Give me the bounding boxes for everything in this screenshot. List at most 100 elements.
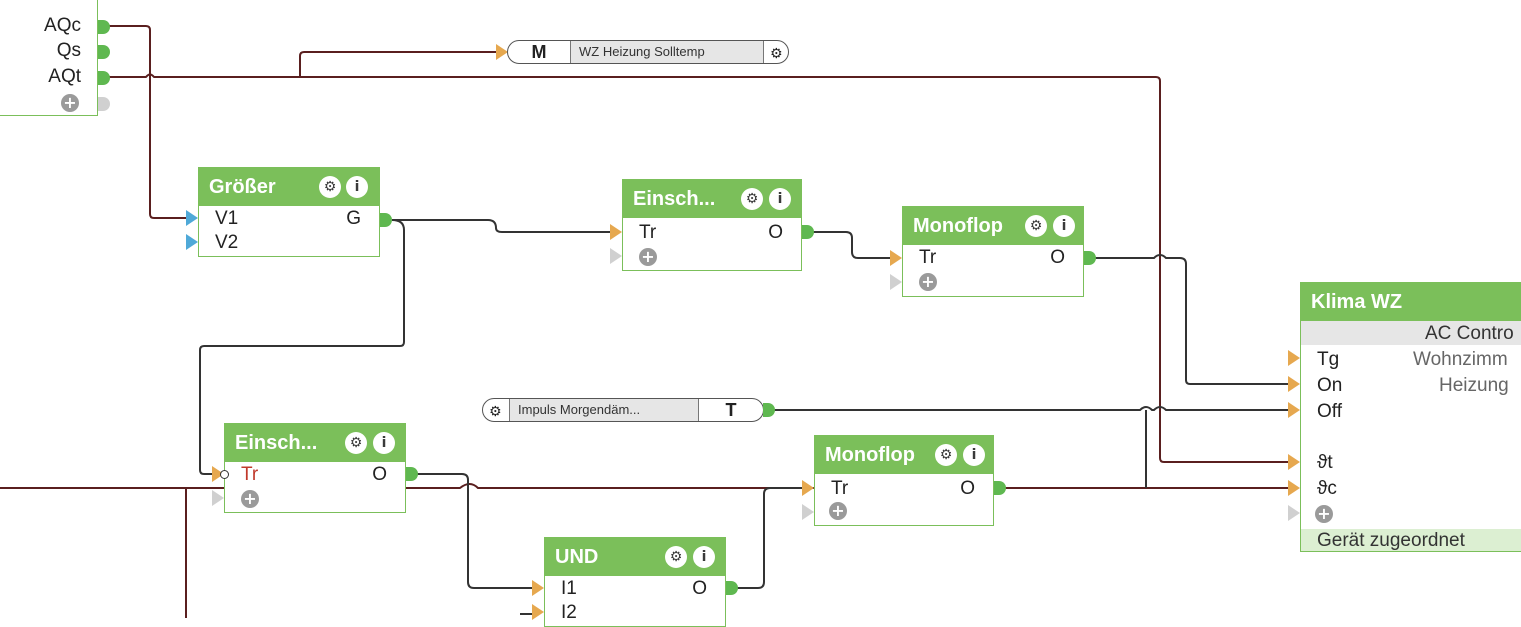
output-port-add[interactable] [98,97,110,111]
input-port-tr[interactable] [890,250,902,266]
output-label-aqt: AQt [48,66,81,87]
input-port-i2[interactable] [532,604,544,620]
type-row [1301,321,1521,345]
block-type-label: AC Contro [1425,323,1514,344]
status-row [1301,529,1521,551]
plus-icon[interactable]: + [639,248,657,266]
output-label-o: O [1050,247,1065,268]
input-port-add[interactable] [610,248,622,264]
info-icon[interactable]: i [346,176,368,198]
tag-label: WZ Heizung Solltemp [570,41,764,63]
info-icon[interactable]: i [963,444,985,466]
input-label-theta-t: ϑt [1317,452,1333,473]
block-groesser[interactable]: Größer ⚙ i V1 V2 G [198,167,380,257]
block-einsch-bottom[interactable]: Einsch... ⚙ i Tr O + [224,423,406,513]
output-port-o[interactable] [406,467,418,481]
input-port-theta-t[interactable] [1288,454,1300,470]
input-label-theta-c: ϑc [1317,478,1337,499]
gear-icon[interactable]: ⚙ [319,176,341,198]
gear-icon[interactable]: ⚙ [1025,215,1047,237]
input-port-theta-c[interactable] [1288,480,1300,496]
output-label-o: O [372,464,387,485]
info-icon[interactable]: i [769,188,791,210]
wire-einsch2-to-und [416,473,532,589]
output-port-o[interactable] [994,481,1006,495]
input-label-v2: V2 [215,232,239,253]
tag-label: Impuls Morgendäm... [509,399,699,421]
input-label-on: On [1317,375,1343,396]
output-label-o: O [768,222,783,243]
output-port-tag-t[interactable] [763,403,775,417]
input-port-add[interactable] [1288,505,1300,521]
wire-aqc-to-v1 [108,25,188,219]
block-title: Einsch... [623,180,801,218]
input-port-v2[interactable] [186,234,198,250]
plus-icon[interactable]: + [919,273,937,291]
output-label-o: O [692,578,707,599]
output-port-g[interactable] [380,213,392,227]
output-port-o[interactable] [726,581,738,595]
input-port-i1[interactable] [532,580,544,596]
block-monoflop-bottom[interactable]: Monoflop ⚙ i Tr O + [814,435,994,526]
output-port-aqt[interactable] [98,71,110,85]
tag-letter-m: M [531,42,547,62]
tag-letter-t: T [725,400,737,420]
wire-g-to-einsch1 [392,219,612,233]
input-port-tag-m[interactable] [496,44,508,60]
wire-to-tag-m [299,51,496,77]
input-label-tr: Tr [919,247,937,268]
tag-wz-heizung-solltemp[interactable]: M WZ Heizung Solltemp ⚙ [507,40,789,64]
wire-main-to-theta-c [0,483,1290,489]
wire-einsch1-to-mono1 [812,231,892,259]
output-port-o[interactable] [802,225,814,239]
negation-marker [220,470,229,479]
input-label-tr: Tr [831,478,849,499]
plus-icon[interactable]: + [61,94,79,112]
output-label-g: G [346,208,361,229]
info-icon[interactable]: i [373,432,395,454]
input-port-on[interactable] [1288,376,1300,392]
gear-icon[interactable]: ⚙ [345,432,367,454]
gear-icon[interactable]: ⚙ [489,404,502,420]
info-room: Wohnzimm [1413,349,1508,370]
input-label-tr: Tr [241,464,259,485]
block-monoflop-top[interactable]: Monoflop ⚙ i Tr O + [902,206,1084,297]
input-port-tg[interactable] [1288,350,1300,366]
gear-icon[interactable]: ⚙ [935,444,957,466]
block-einsch-top[interactable]: Einsch... ⚙ i Tr O + [622,179,802,271]
input-port-add[interactable] [802,504,814,520]
block-und[interactable]: UND ⚙ i I1 I2 O [544,537,726,627]
source-block[interactable]: AQc Qs AQt + [0,0,98,116]
gear-icon[interactable]: ⚙ [770,46,783,62]
tag-impuls-morgendaem[interactable]: ⚙ Impuls Morgendäm... T [482,398,764,422]
input-label-off: Off [1317,401,1342,422]
input-label-i2: I2 [561,602,577,623]
gear-icon[interactable]: ⚙ [665,546,687,568]
wire-g-to-einsch2 [199,219,405,475]
output-port-o[interactable] [1084,251,1096,265]
output-port-aqc[interactable] [98,20,110,34]
plus-icon[interactable]: + [241,490,259,508]
output-port-qs[interactable] [98,45,110,59]
input-label-tg: Tg [1317,349,1340,370]
input-port-off[interactable] [1288,402,1300,418]
info-heating: Heizung [1439,375,1509,396]
input-port-tr[interactable] [802,480,814,496]
info-icon[interactable]: i [693,546,715,568]
plus-icon[interactable]: + [829,502,847,520]
info-icon[interactable]: i [1053,215,1075,237]
plus-icon[interactable]: + [1315,505,1333,523]
output-label-o: O [960,478,975,499]
block-klima-wz[interactable]: Klima WZ AC Contro Tg Wohnzimm On Heizun… [1300,282,1521,552]
wire-aqt-to-theta-t [108,73,1290,463]
input-port-tr[interactable] [610,224,622,240]
input-port-add[interactable] [890,274,902,290]
block-title: Klima WZ [1301,283,1521,321]
wire-und-to-mono2 [736,487,804,589]
input-port-add[interactable] [212,490,224,506]
output-label-aqc: AQc [44,15,81,36]
output-label-qs: Qs [56,40,81,61]
gear-icon[interactable]: ⚙ [741,188,763,210]
input-port-v1[interactable] [186,210,198,226]
